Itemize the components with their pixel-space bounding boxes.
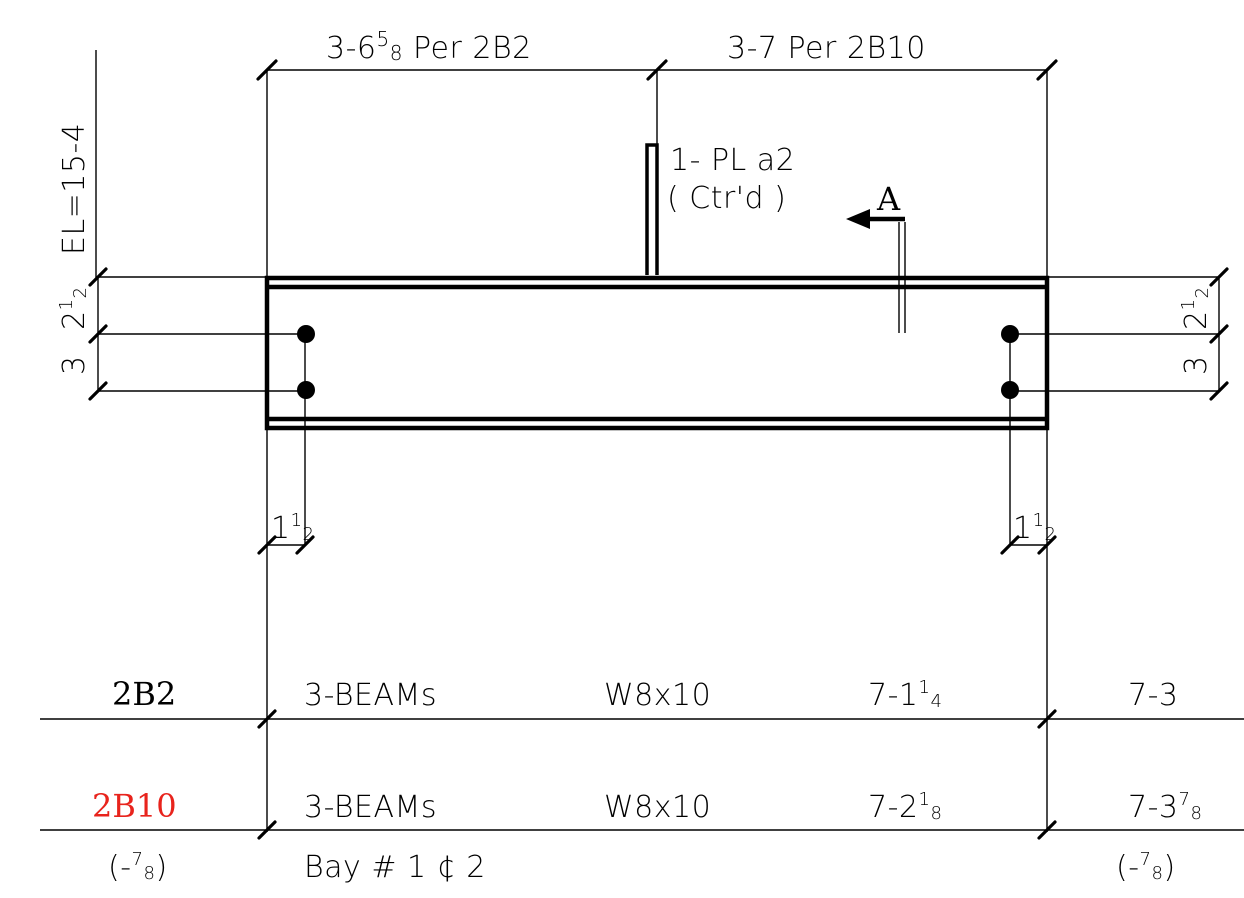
right-edge-distance: 112 <box>1013 510 1057 546</box>
row-size: W8x10 <box>604 790 711 825</box>
row-quantity: 3-BEAMs <box>304 678 437 713</box>
right-hole-spacing: 3 <box>1179 355 1214 375</box>
row-size: W8x10 <box>604 678 711 713</box>
bolt-hole-left-bottom <box>297 381 315 399</box>
bolt-hole-right-bottom <box>1001 381 1019 399</box>
row-length: 7-218 <box>868 789 942 825</box>
bolt-holes <box>297 325 1019 545</box>
top-dimension-line <box>256 59 1058 280</box>
right-span-dimension: 3-7 Per 2B10 <box>727 31 926 66</box>
row-right-length: 7-3 <box>1128 678 1179 713</box>
edge-dimensions <box>257 535 1057 555</box>
left-adjustment-note: (-78) <box>108 849 168 885</box>
left-edge-distance: 112 <box>271 510 315 546</box>
right-top-gauge: 212 <box>1178 287 1214 331</box>
elevation-label: EL=15-4 <box>57 123 92 255</box>
row-right-length: 7-378 <box>1128 789 1202 825</box>
row-mark: 2B2 <box>112 675 176 713</box>
bay-note: Bay # 1 ¢ 2 <box>304 850 486 885</box>
plate-note: ( Ctr'd ) <box>667 181 786 216</box>
row-length: 7-114 <box>868 677 942 713</box>
section-arrow-icon <box>846 209 870 229</box>
bolt-hole-right-top <box>1001 325 1019 343</box>
left-span-dimension: 3-658 Per 2B2 <box>326 27 532 66</box>
section-label: A <box>876 180 901 218</box>
left-top-gauge: 212 <box>56 287 92 331</box>
section-cut-marker <box>846 209 906 333</box>
left-hole-spacing: 3 <box>57 355 92 375</box>
bolt-hole-left-top <box>297 325 315 343</box>
right-adjustment-note: (-78) <box>1116 849 1176 885</box>
schedule-row-2b2: 2B2 3-BEAMs W8x10 7-114 7-3 <box>40 675 1244 729</box>
stiffener-plate <box>645 143 659 275</box>
row-quantity: 3-BEAMs <box>304 790 437 825</box>
row-mark: 2B10 <box>92 787 177 825</box>
schedule-row-2b10: 2B10 3-BEAMs W8x10 7-218 7-378 <box>40 787 1244 840</box>
left-vertical-dimensions <box>88 267 305 401</box>
beam-elevation <box>264 275 1050 431</box>
plate-label: 1- PL a2 <box>670 143 795 178</box>
